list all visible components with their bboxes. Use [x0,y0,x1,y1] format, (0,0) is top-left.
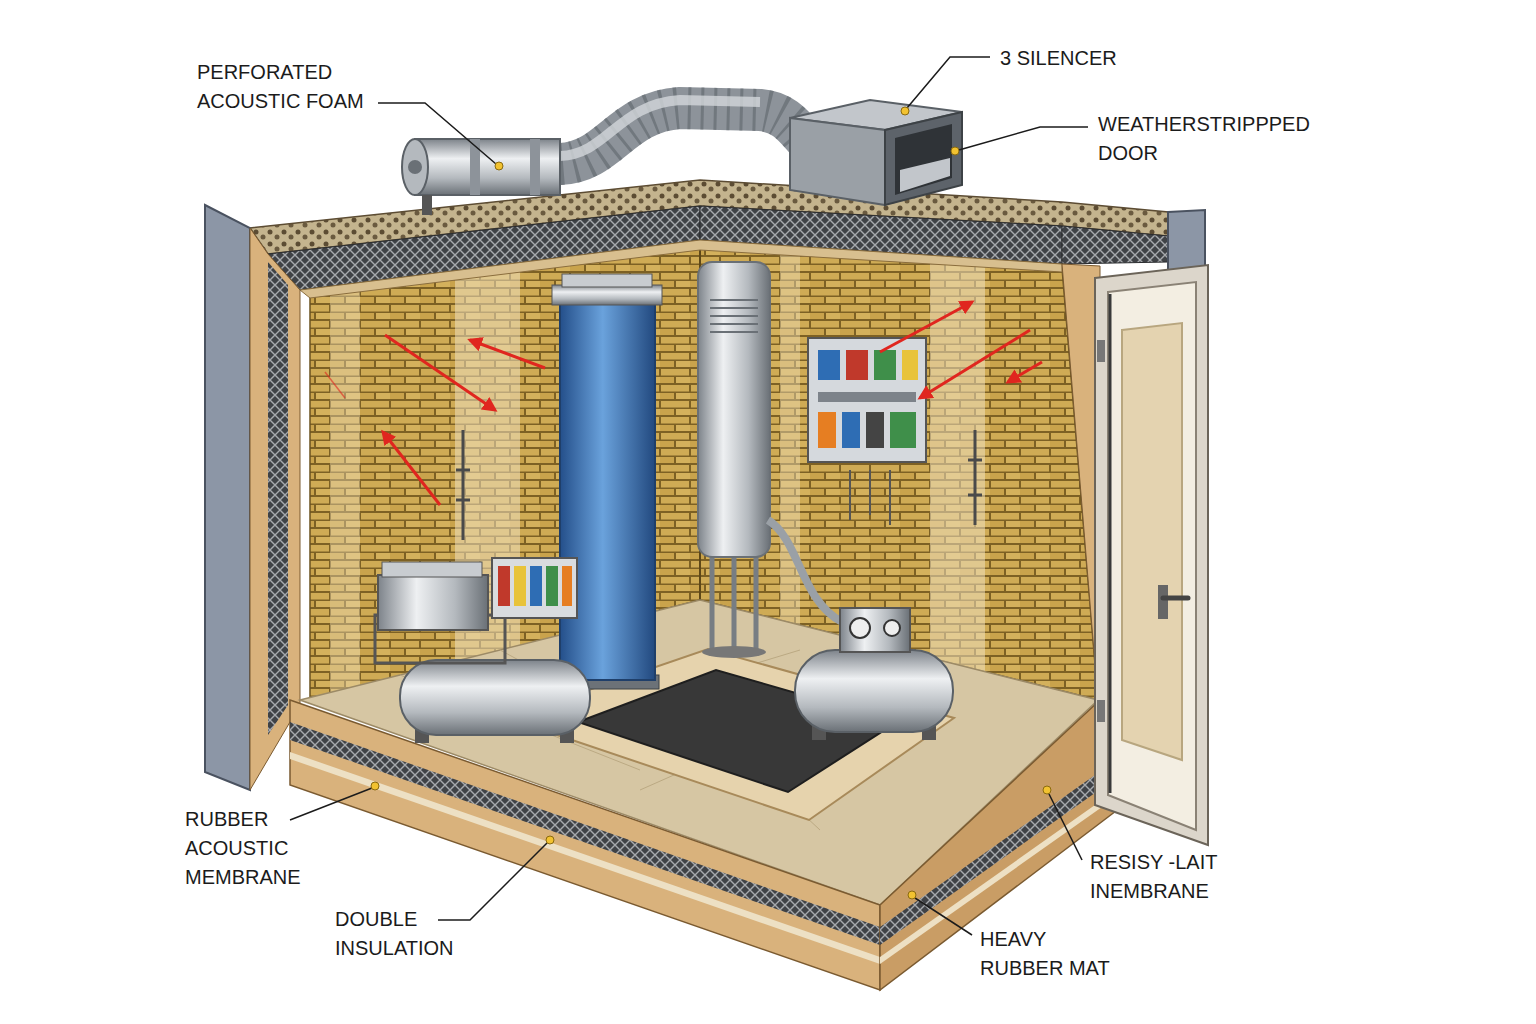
panel-module [846,350,868,380]
callout-label: 3 SILENCER [1000,44,1200,73]
sound-arrow [325,372,345,398]
door-handle [1163,596,1188,601]
leader-dot [951,147,959,155]
sound-arrow [920,330,1030,398]
silencer-mount [422,195,432,215]
leader-line [290,788,372,820]
heater-vent [710,300,758,332]
electrical-panel [808,338,926,462]
control-module [514,566,526,606]
leader-dot [371,782,379,790]
heater-legs [712,555,756,650]
callout-label: RESISY -LAIT INEMBRANE [1090,848,1240,906]
leader-line [959,127,1088,150]
door-panel [1108,282,1196,830]
panel-module [818,350,840,380]
ceiling-underside [300,240,1062,298]
sound-arrow [383,432,440,505]
leader-line [1049,794,1082,860]
wall-insulation [268,262,288,735]
leader-dot [546,836,554,844]
door-handle-plate [1158,585,1168,619]
panel-module [842,412,860,448]
door-inset [1122,323,1182,760]
silencer-band [530,139,540,195]
leader-line [378,103,496,164]
panel-module [902,350,918,380]
compressor-tank [400,660,590,735]
callout-label: DOUBLE INSULATION [335,905,475,963]
callout-label: RUBBER ACOUSTIC MEMBRANE [185,805,310,892]
silencer-end-cap [402,139,428,195]
silencer-baffle [900,158,950,192]
panel-module [890,412,916,448]
floor-slab [290,700,880,990]
door-hinge [1097,340,1105,362]
leader-dot [908,891,916,899]
box-silencer-side [885,112,962,205]
box-silencer-front [790,118,885,205]
pressure-gauge [850,618,870,638]
cabinet-lid [562,274,652,287]
ceiling-insulation [1062,226,1168,264]
panel-module [818,412,836,448]
callout-label: HEAVY RUBBER MAT [980,925,1125,983]
sound-arrow [1008,362,1042,382]
control-module [562,566,572,606]
duct-ribs [560,108,808,164]
panel-module [874,350,896,380]
leader-dots [371,107,1051,899]
compressor-motor [382,562,482,577]
callout-label: WEATHERSTRIPPPED DOOR [1098,110,1338,168]
heater-base [702,646,766,658]
leader-lines [290,57,1088,935]
back-wall-left [310,248,700,700]
panel-module [866,412,884,448]
leader-dot [901,107,909,115]
sound-arrow [880,302,972,352]
weatherstrip [1109,294,1112,793]
wall-panel [330,287,360,696]
panel-wires [850,470,890,525]
door-hinge [1097,700,1105,722]
control-module [546,566,558,606]
wall-bracket [456,430,470,540]
silencer-band [470,139,480,195]
sound-arrow [470,340,545,368]
callout-label: PERFORATED ACOUSTIC FOAM [197,58,387,116]
silencer-opening [895,124,952,195]
sound-arrow [385,335,495,410]
flex-duct [560,108,808,164]
slab-membrane [290,752,880,964]
leader-line [915,898,972,935]
control-box [492,558,577,618]
blue-cabinet [560,300,655,680]
silencer-hub [408,160,422,174]
water-heater [698,262,770,557]
cylinder-silencer [415,139,560,195]
leader-dot [495,162,503,170]
door-frame [1095,265,1208,845]
wall-bracket [968,430,982,525]
compressor-motor [840,608,910,652]
panel-rail [818,392,916,402]
duct-highlight [560,100,760,156]
outer-frame [205,205,250,790]
control-module [498,566,510,606]
leader-dot [1043,786,1051,794]
leader-line [907,57,990,108]
compressor-motor [378,575,488,630]
leader-line [438,843,547,920]
pressure-gauge [884,620,900,636]
control-module [530,566,542,606]
pipe [768,520,842,622]
cabinet-lid [552,285,662,305]
sound-arrows [383,302,1042,505]
compressor-tank [795,650,953,732]
